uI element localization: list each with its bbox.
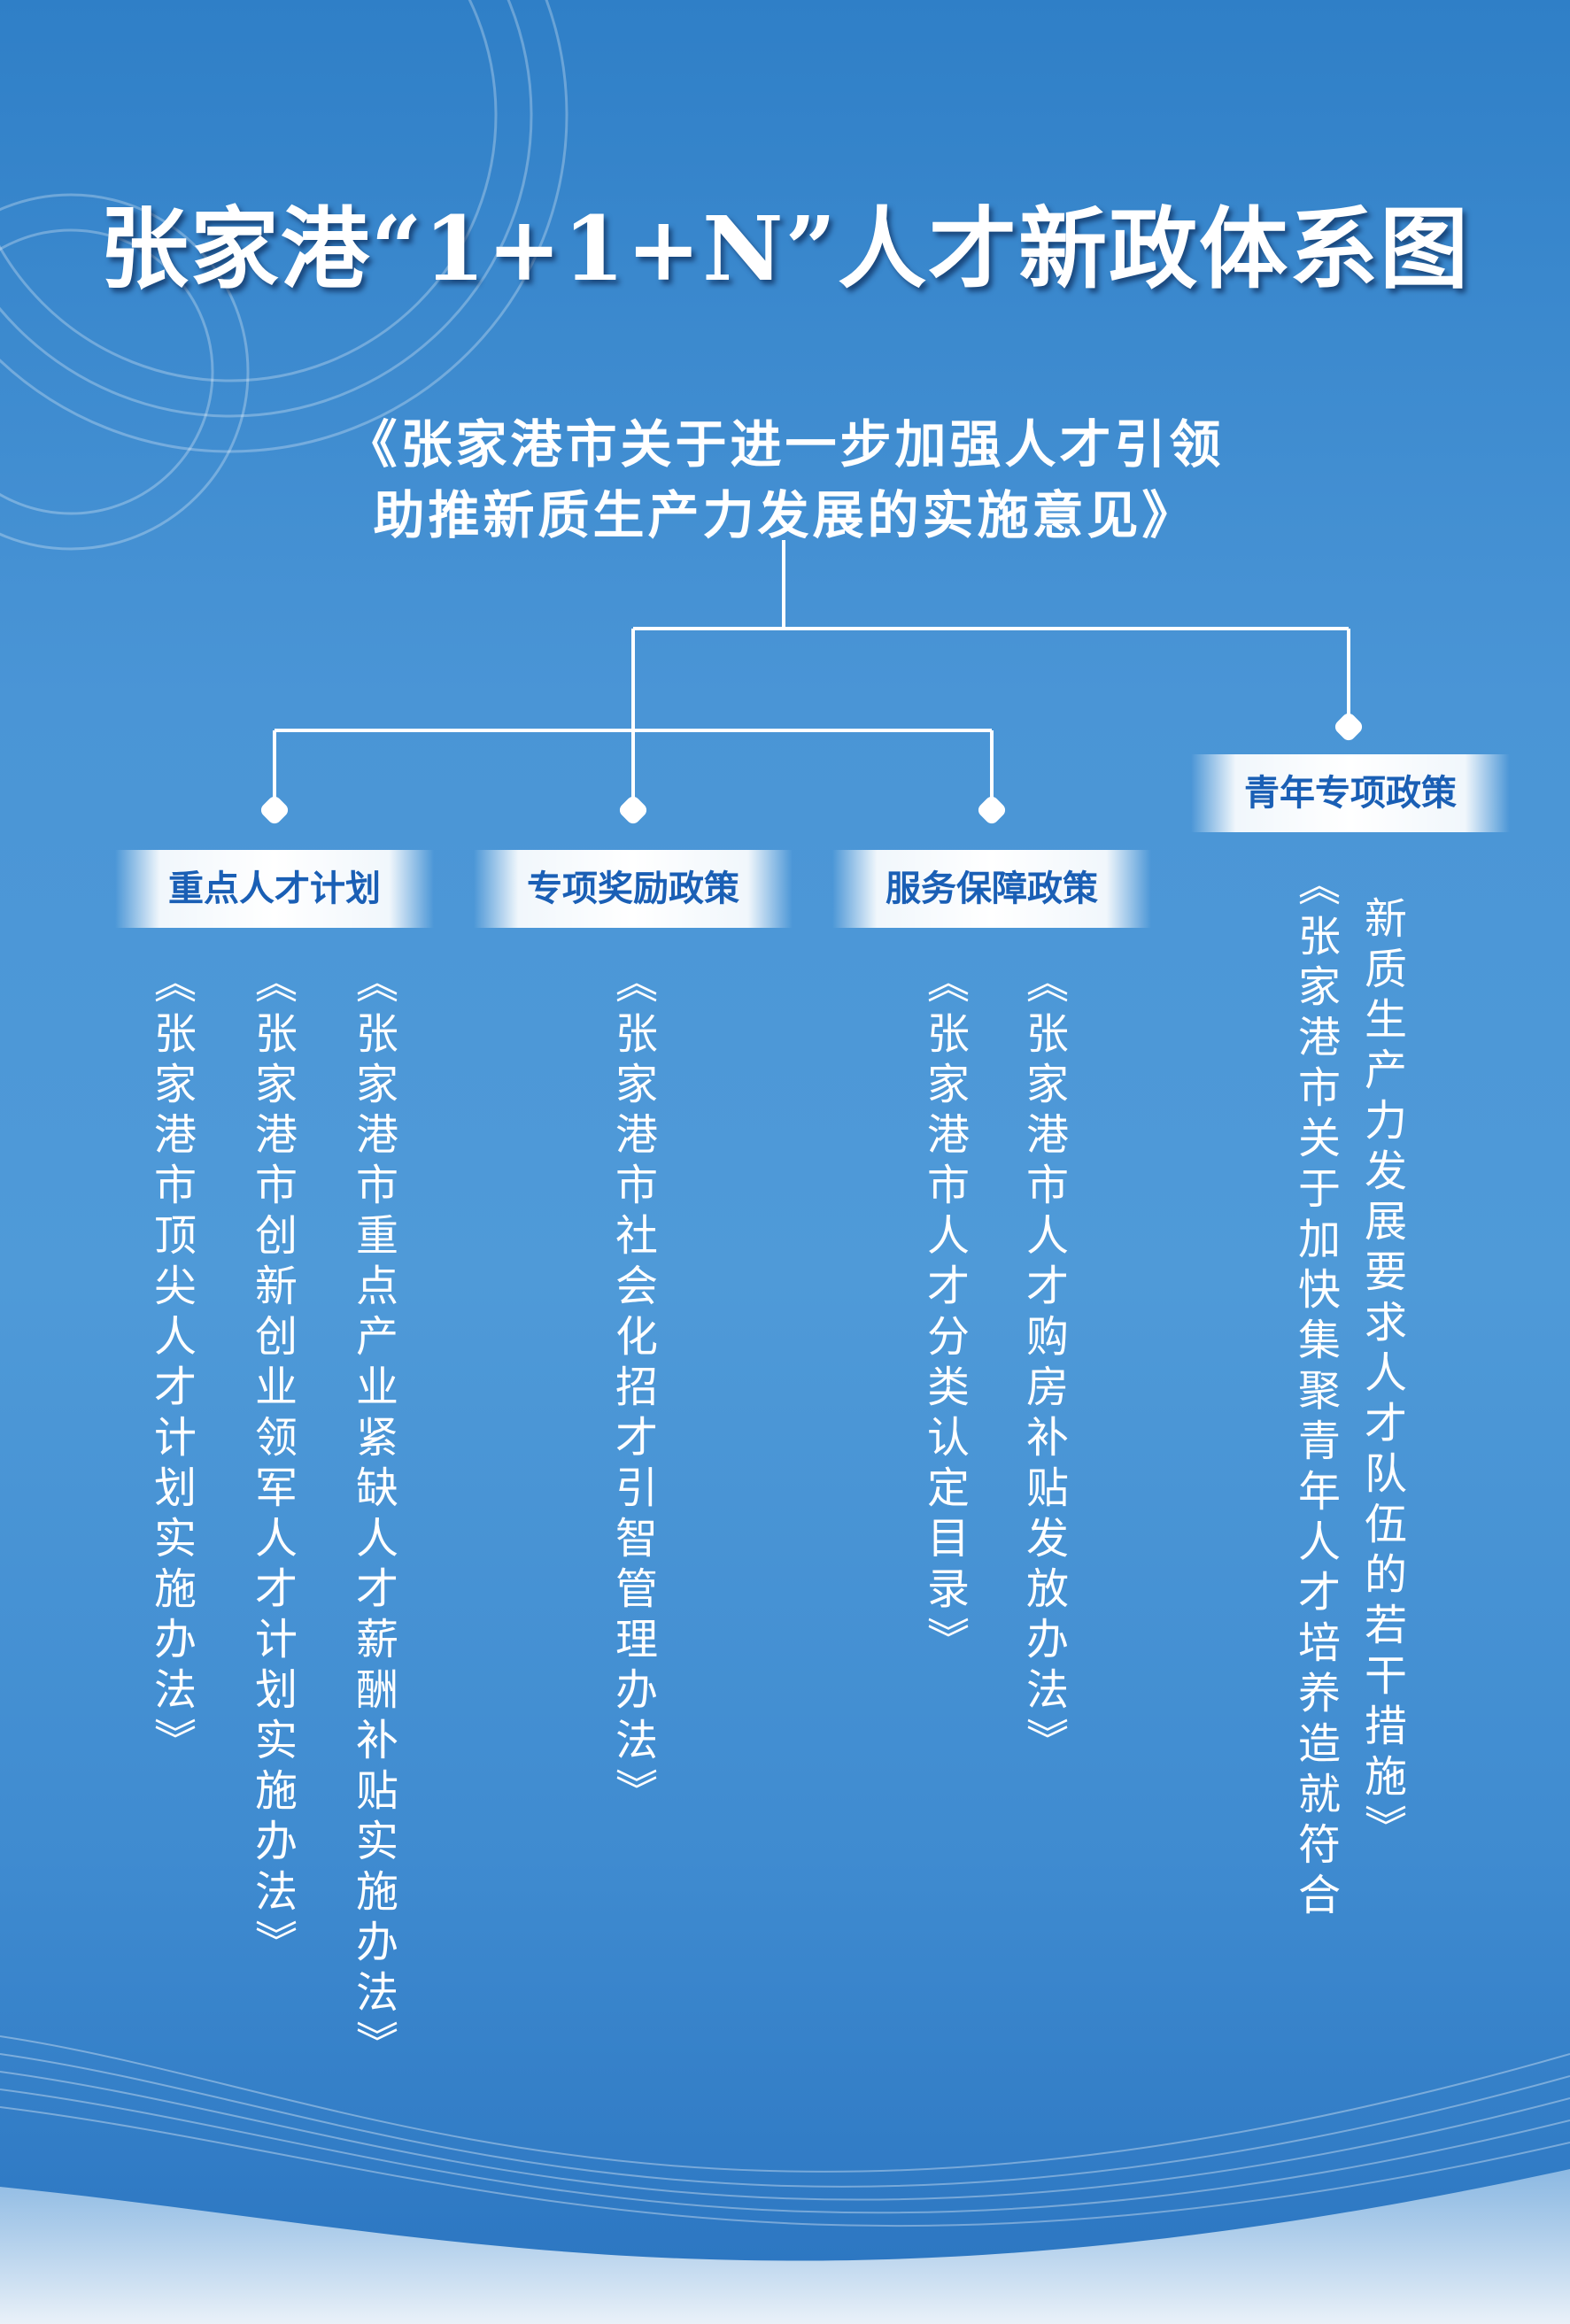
- root-policy-line1: 《张家港市关于进一步加强人才引领: [345, 414, 1225, 475]
- connector-node-talent: [260, 796, 289, 824]
- policy-social-recruitment: 《张家港市社会化招才引智管理办法》: [607, 961, 657, 1818]
- policy-leading-talent-plan: 《张家港市创新创业领军人才计划实施办法》: [247, 961, 297, 1970]
- policy-scarce-talent-subsidy: 《张家港市重点产业紧缺人才薪酬补贴实施办法》: [348, 961, 398, 2071]
- connector-node-youth: [1334, 713, 1363, 741]
- root-policy-line2: 助推新质生产力发展的实施意见》: [373, 485, 1197, 545]
- category-youth-policy: 青年专项政策: [1191, 754, 1510, 832]
- category-service-policy: 服务保障政策: [832, 850, 1151, 928]
- category-reward-policy: 专项奖励政策: [474, 850, 793, 928]
- connector-node-service: [978, 796, 1006, 824]
- policy-housing-subsidy: 《张家港市人才购房补贴发放办法》: [1018, 961, 1068, 1768]
- policy-top-talent-plan: 《张家港市顶尖人才计划实施办法》: [146, 961, 196, 1768]
- page-title: 张家港“1+1+N”人才新政体系图: [99, 197, 1471, 301]
- category-talent-plan: 重点人才计划: [115, 850, 434, 928]
- bottom-waves: [0, 2035, 1570, 2227]
- policy-talent-classification: 《张家港市人才分类认定目录》: [919, 961, 969, 1667]
- corner-arcs: [0, 0, 568, 551]
- policy-youth-talent-measures: 《张家港市关于加快集聚青年人才培养造就符合: [1290, 863, 1340, 1923]
- bottom-wave-fill: [0, 2169, 1570, 2324]
- policy-youth-talent-measures-cont: 新质生产力发展要求人才队伍的若干措施》: [1357, 896, 1406, 1855]
- connector-node-reward: [619, 796, 647, 824]
